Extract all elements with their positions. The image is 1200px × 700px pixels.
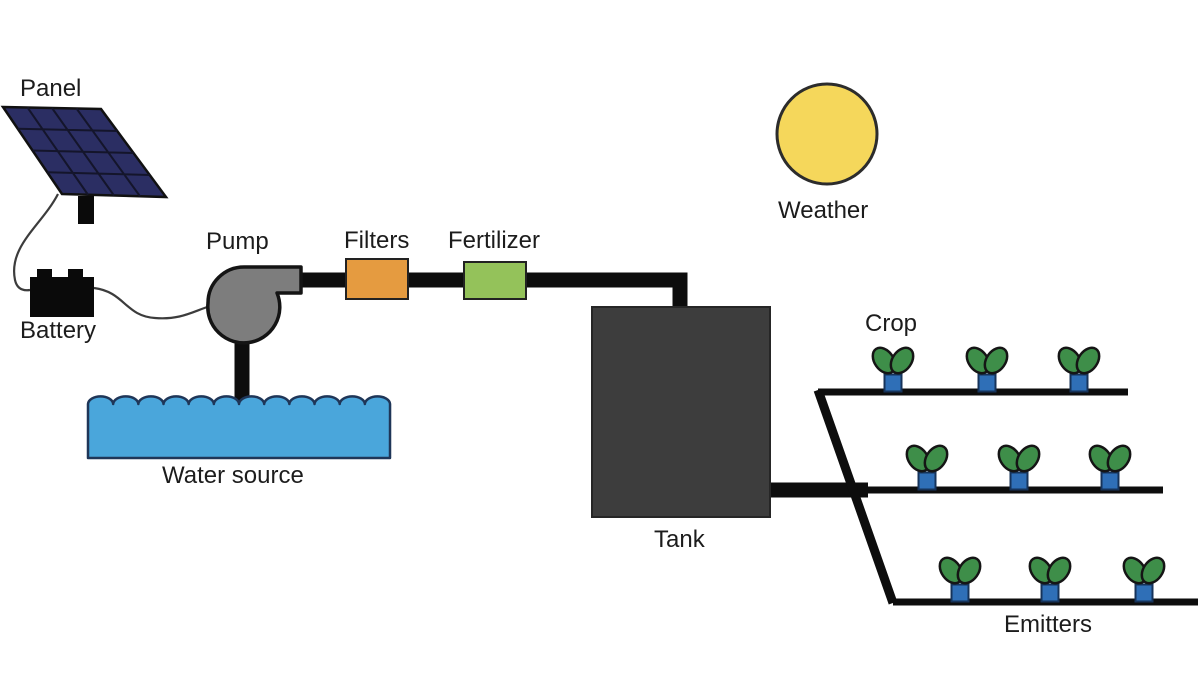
solar-panel (0, 105, 169, 224)
pipe-pump-to-tank (298, 272, 688, 312)
water-source (86, 395, 392, 460)
crop-unit (960, 342, 1014, 393)
label-tank: Tank (654, 526, 705, 553)
label-pump: Pump (206, 228, 269, 255)
wire-panel-to-battery (12, 193, 59, 292)
crop-unit (992, 440, 1046, 491)
label-water-source: Water source (162, 462, 304, 489)
crop-unit (866, 342, 920, 393)
pump (206, 265, 303, 345)
sun-icon (775, 82, 879, 186)
label-weather: Weather (778, 197, 869, 224)
crop-unit (1083, 440, 1137, 491)
crop-unit (933, 552, 987, 603)
panel-grid-lines (17, 106, 150, 197)
label-filters: Filters (344, 227, 410, 254)
battery (30, 269, 94, 317)
battery-terminal-left (37, 269, 52, 279)
crop-unit (1117, 552, 1171, 603)
crop-unit (1052, 342, 1106, 393)
battery-body (30, 277, 94, 317)
label-fertilizer: Fertilizer (448, 227, 541, 254)
crop-rows (818, 342, 1198, 606)
wire-battery-to-pump (93, 286, 211, 320)
tank (591, 306, 771, 518)
label-panel: Panel (20, 75, 82, 102)
crop-unit (1023, 552, 1077, 603)
battery-terminal-right (68, 269, 83, 279)
filters-box (345, 258, 409, 300)
pipes (234, 272, 898, 605)
label-emitters: Emitters (1004, 611, 1093, 638)
crop-unit (900, 440, 954, 491)
label-crop: Crop (865, 310, 918, 337)
label-battery: Battery (20, 317, 97, 344)
fertilizer-box (463, 261, 527, 300)
panel-stand (78, 196, 94, 224)
pipe-main-slant (813, 388, 898, 605)
wires (12, 193, 211, 320)
